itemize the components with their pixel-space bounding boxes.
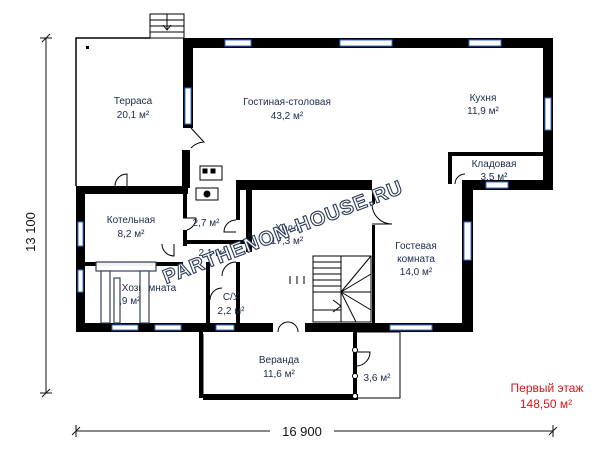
floor-title: Первый этаж <box>511 381 584 395</box>
floor-total-area: 148,50 м² <box>520 397 572 411</box>
watermark-logo-icon <box>95 261 157 324</box>
watermark-text: PARTHENON-HOUSE.RU <box>160 177 406 289</box>
doors <box>114 127 466 333</box>
dimension-height-label: 13 100 <box>23 212 38 252</box>
guest-area: 14,0 м² <box>400 267 433 278</box>
utility-area: 7,9 м² <box>114 296 142 307</box>
boiler-area: 8,2 м² <box>118 229 146 240</box>
veranda-name: Веранда <box>259 355 300 366</box>
boiler-name: Котельная <box>107 215 155 226</box>
windows <box>77 39 552 331</box>
kitchen-area: 11,9 м² <box>467 106 499 117</box>
living-name: Гостиная-столовая <box>243 97 331 108</box>
pantry-name: Кладовая <box>472 159 517 170</box>
terrace-steps <box>149 13 185 39</box>
stove <box>195 165 223 201</box>
wc-name: С/У <box>223 292 240 303</box>
guest-name: Гостевая <box>395 241 437 252</box>
inner-walls <box>85 152 543 326</box>
hall-area: 17,3 м² <box>271 236 304 247</box>
terrace-name: Терраса <box>114 96 153 107</box>
dimension-vertical <box>40 33 52 398</box>
small-room-2-area: 2,1 м² <box>199 248 227 259</box>
terrace-area: 20,1 м² <box>117 110 150 121</box>
porch-outline <box>352 331 401 399</box>
wc-area: 2,2 м² <box>218 306 246 317</box>
guest-name-2: комната <box>397 254 435 265</box>
hall-name: Холл <box>275 223 299 234</box>
living-area: 43,2 м² <box>271 111 304 122</box>
pantry-area: 3,5 м² <box>481 172 509 183</box>
porch-area: 3,6 м² <box>364 373 392 384</box>
veranda-area: 11,6 м² <box>263 369 295 380</box>
terrace-wall-stub <box>182 150 190 188</box>
dimension-width-label: 16 900 <box>282 424 322 439</box>
terrace-post <box>86 46 89 49</box>
stairs <box>289 255 372 323</box>
veranda-outline <box>199 332 371 400</box>
small-room-1-area: 2,7 м² <box>193 218 221 229</box>
kitchen-name: Кухня <box>470 93 497 104</box>
